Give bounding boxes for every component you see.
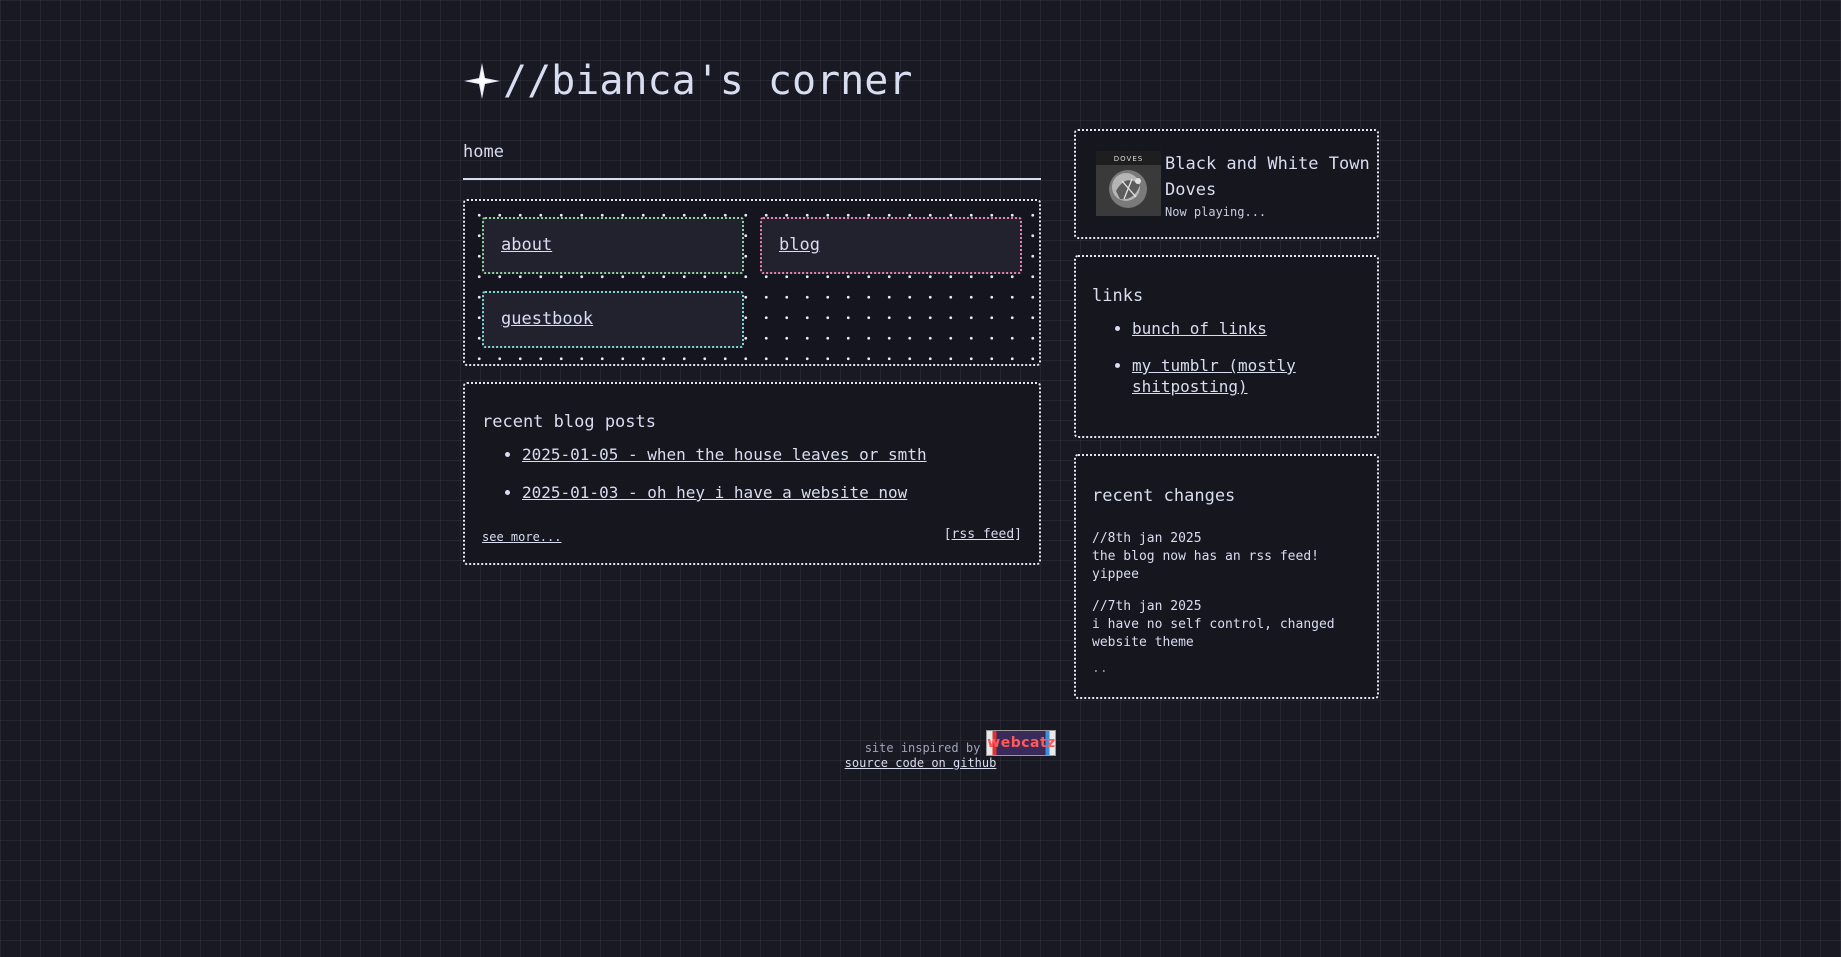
links-list: bunch of links my tumblr (mostly shitpos… <box>1092 318 1361 397</box>
recent-changes-panel: recent changes //8th jan 2025 the blog n… <box>1074 454 1379 699</box>
links-heading: links <box>1092 286 1144 306</box>
site-title-text: //bianca's corner <box>503 58 913 104</box>
now-playing-artist: Doves <box>1165 180 1217 200</box>
rss-bracket-close: ] <box>1014 527 1022 542</box>
list-item: my tumblr (mostly shitposting) <box>1132 355 1361 397</box>
footer: site inspired by webcatz source code on … <box>0 730 1841 770</box>
sparkle-icon <box>463 62 501 100</box>
list-item: 2025-01-05 - when the house leaves or sm… <box>522 444 1022 465</box>
recent-posts-heading: recent blog posts <box>482 412 656 432</box>
guestbook-link[interactable]: guestbook <box>501 309 594 329</box>
rss-bracket-open: [ <box>943 527 952 542</box>
changes-more: .. <box>1092 661 1108 676</box>
post-link[interactable]: 2025-01-03 - oh hey i have a website now <box>522 483 908 502</box>
change-entry: //8th jan 2025 the blog now has an rss f… <box>1092 530 1361 584</box>
list-item: bunch of links <box>1132 318 1361 339</box>
rss-feed-link[interactable]: rss feed <box>951 527 1015 542</box>
tumblr-link[interactable]: my tumblr (mostly shitposting) <box>1132 356 1296 396</box>
bunch-of-links-link[interactable]: bunch of links <box>1132 319 1267 338</box>
inspired-by-text: site inspired by <box>864 741 981 755</box>
footer-credit: site inspired by webcatz <box>80 730 1841 756</box>
nav-home-link[interactable]: home <box>463 142 504 162</box>
menu-panel: about blog guestbook <box>463 199 1041 366</box>
blog-link[interactable]: blog <box>779 235 820 255</box>
links-panel: links bunch of links my tumblr (mostly s… <box>1074 255 1379 438</box>
webcatz-badge-text: webcatz <box>987 735 1056 751</box>
now-playing-track: Black and White Town <box>1165 154 1370 174</box>
main-nav: home <box>463 140 1041 180</box>
post-link[interactable]: 2025-01-05 - when the house leaves or sm… <box>522 445 927 464</box>
site-title: //bianca's corner <box>463 58 912 104</box>
rss-feed: [rss feed] <box>944 527 1022 542</box>
change-text: i have no self control, changed website … <box>1092 617 1335 650</box>
album-art: DOVES <box>1096 151 1161 216</box>
change-date: //8th jan 2025 <box>1092 531 1202 546</box>
album-art-label: DOVES <box>1114 155 1143 163</box>
source-code-link[interactable]: source code on github <box>844 756 997 770</box>
see-more-link[interactable]: see more... <box>482 530 562 544</box>
change-text: the blog now has an rss feed! yippee <box>1092 549 1319 582</box>
post-list: 2025-01-05 - when the house leaves or sm… <box>482 444 1022 503</box>
menu-tile-about[interactable]: about <box>482 217 744 274</box>
recent-posts-panel: recent blog posts 2025-01-05 - when the … <box>463 382 1041 565</box>
list-item: 2025-01-03 - oh hey i have a website now <box>522 482 1022 503</box>
now-playing-status: Now playing... <box>1165 205 1267 219</box>
change-date: //7th jan 2025 <box>1092 599 1202 614</box>
now-playing-panel: DOVES Black and White Town Doves Now pla… <box>1074 129 1379 239</box>
menu-tile-blog[interactable]: blog <box>760 217 1022 274</box>
change-entry: //7th jan 2025 i have no self control, c… <box>1092 598 1361 652</box>
recent-changes-heading: recent changes <box>1092 486 1236 506</box>
menu-tile-guestbook[interactable]: guestbook <box>482 291 744 348</box>
about-link[interactable]: about <box>501 235 553 255</box>
webcatz-badge[interactable]: webcatz <box>986 730 1057 756</box>
